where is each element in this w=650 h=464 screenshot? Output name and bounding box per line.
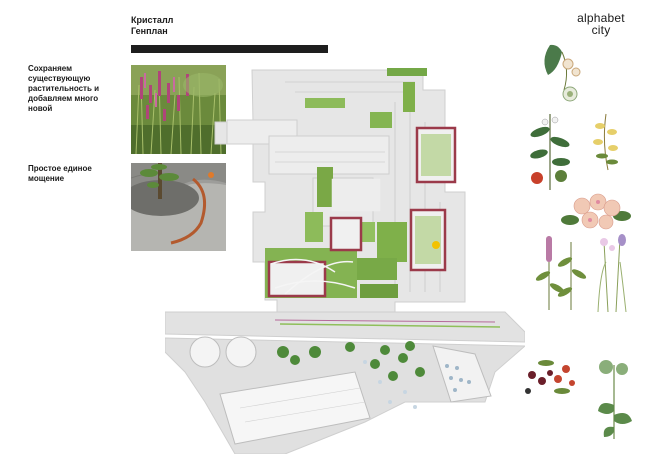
botanical-illustration (544, 44, 581, 102)
caption-line: существующую (28, 74, 91, 83)
botanical-illustration (593, 113, 618, 171)
caption-line: добавляем много (28, 94, 99, 103)
paving-photo (131, 163, 226, 251)
botanical-illustration (561, 193, 631, 230)
page-title: Кристалл Генплан (131, 15, 173, 37)
caption-paving: Простое единое мощение (28, 164, 124, 184)
round-tanks (189, 336, 257, 368)
caption-line: Сохраняем (28, 64, 73, 73)
title-line-1: Кристалл (131, 15, 174, 25)
site-plan (165, 68, 525, 454)
caption-line: новой (28, 104, 53, 113)
caption-line: растительность и (28, 84, 100, 93)
logo-line-1: alphabet (577, 11, 625, 25)
caption-line: мощение (28, 174, 65, 183)
title-underline-bar (131, 45, 328, 53)
caption-vegetation: Сохраняем существующую растительность и … (28, 64, 124, 114)
meadow-photo (131, 65, 226, 154)
botanical-illustration (525, 360, 575, 394)
caption-line: Простое единое (28, 164, 92, 173)
logo-line-2: city (591, 23, 611, 37)
courtyard-gardens (415, 134, 451, 264)
botanical-illustration (530, 114, 570, 190)
title-line-2: Генплан (131, 26, 168, 36)
alphabet-city-logo: alphabet city (560, 12, 642, 36)
botanical-illustration (535, 236, 587, 310)
tree-clusters (277, 341, 425, 381)
botanical-illustration (598, 360, 632, 439)
botanical-illustration (597, 234, 627, 313)
